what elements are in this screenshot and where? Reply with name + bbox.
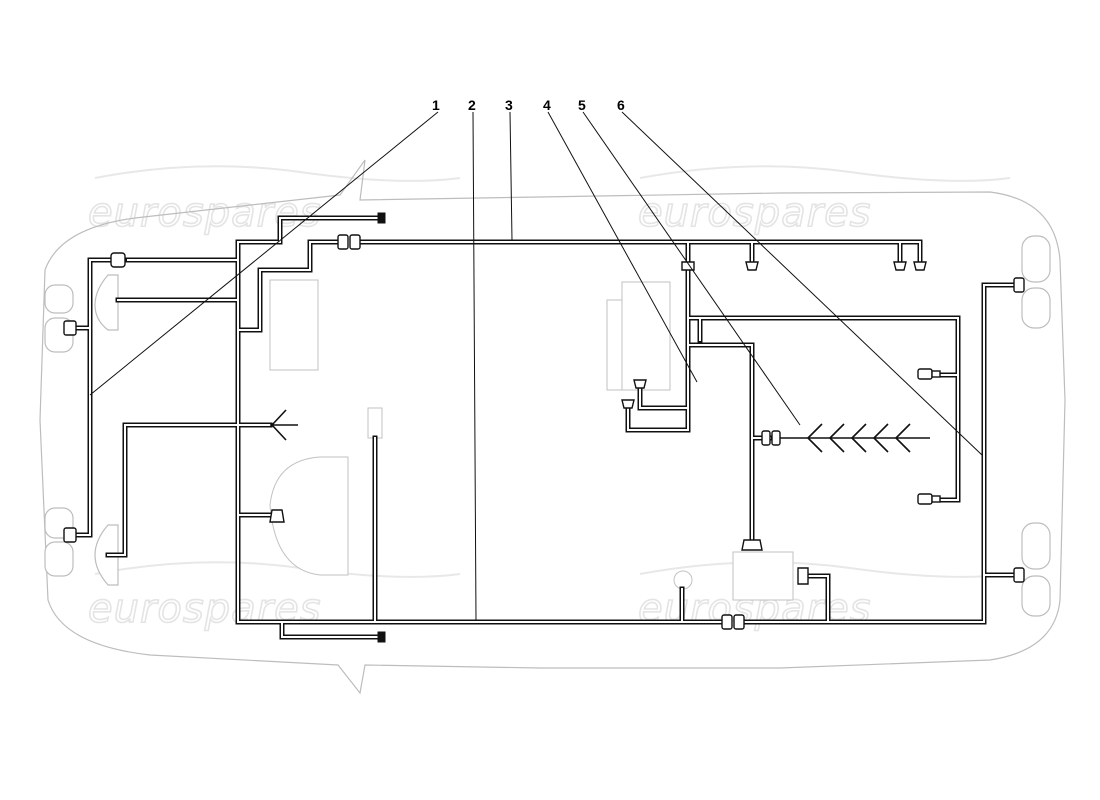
connector-icon	[733, 614, 745, 630]
watermark-top-left: eurospares	[88, 190, 322, 236]
leader-line-5	[582, 111, 801, 426]
callout-5: 5	[578, 97, 586, 113]
callout-labels: 1 2 3 4 5 6	[432, 97, 625, 113]
ground-point-icon	[745, 261, 759, 271]
connector-icon	[269, 509, 285, 523]
connector-icon	[110, 252, 126, 268]
connector-icon	[1013, 567, 1025, 583]
connector-icon	[621, 399, 635, 409]
battery-box	[732, 551, 794, 601]
wiring-harness	[72, 215, 1025, 640]
connector-icon	[377, 212, 386, 224]
wire-branches	[270, 409, 930, 453]
connector-icon	[63, 320, 77, 336]
connector-icon	[63, 527, 77, 543]
horn	[673, 570, 693, 590]
watermark-bottom-left: eurospares	[88, 586, 322, 632]
connector-icon	[741, 539, 763, 551]
ground-point-icon	[893, 261, 907, 271]
watermarks: eurospares eurospares eurospares eurospa…	[87, 165, 1011, 633]
callout-2: 2	[468, 97, 476, 113]
callout-3: 3	[505, 97, 513, 113]
connectors	[63, 212, 1025, 643]
callout-1: 1	[432, 97, 440, 113]
connector-icon	[721, 614, 733, 630]
component-boxes	[269, 279, 794, 601]
connector-icon	[771, 430, 781, 446]
switch-unit	[367, 407, 383, 439]
leader-lines	[89, 111, 983, 621]
ground-point-icon	[913, 261, 927, 271]
connector-icon	[917, 493, 933, 505]
rear-right-lamp-1	[1021, 235, 1051, 283]
connector-icon	[633, 379, 647, 389]
connector-icon	[761, 430, 771, 446]
leader-line-3	[509, 111, 513, 241]
front-left-indicator-4	[44, 541, 74, 577]
leader-line-1	[89, 111, 439, 396]
front-left-upper-lamp	[94, 274, 119, 331]
leader-line-6	[621, 111, 983, 456]
callout-4: 4	[543, 97, 551, 113]
rear-right-lamp-2	[1021, 287, 1051, 329]
connector-icon	[931, 370, 941, 378]
rear-right-lamp-3	[1021, 522, 1051, 570]
front-left-indicator-1	[44, 284, 74, 314]
connector-icon	[797, 567, 809, 585]
fuse-box	[269, 279, 319, 371]
connector-icon	[349, 234, 361, 250]
watermark-top-right: eurospares	[638, 190, 872, 236]
connector-icon	[931, 495, 941, 503]
instrument-panel	[269, 456, 349, 576]
leader-line-4	[547, 111, 698, 383]
lamp-units	[44, 235, 1051, 617]
rear-right-lamp-4	[1021, 575, 1051, 617]
connector-icon	[377, 631, 386, 643]
connector-icon	[917, 368, 933, 380]
car-body-outline	[39, 159, 1066, 695]
control-unit	[621, 281, 671, 391]
leader-line-2	[472, 111, 477, 621]
callout-6: 6	[617, 97, 625, 113]
connector-icon	[337, 234, 349, 250]
connector-icon	[1013, 277, 1025, 293]
